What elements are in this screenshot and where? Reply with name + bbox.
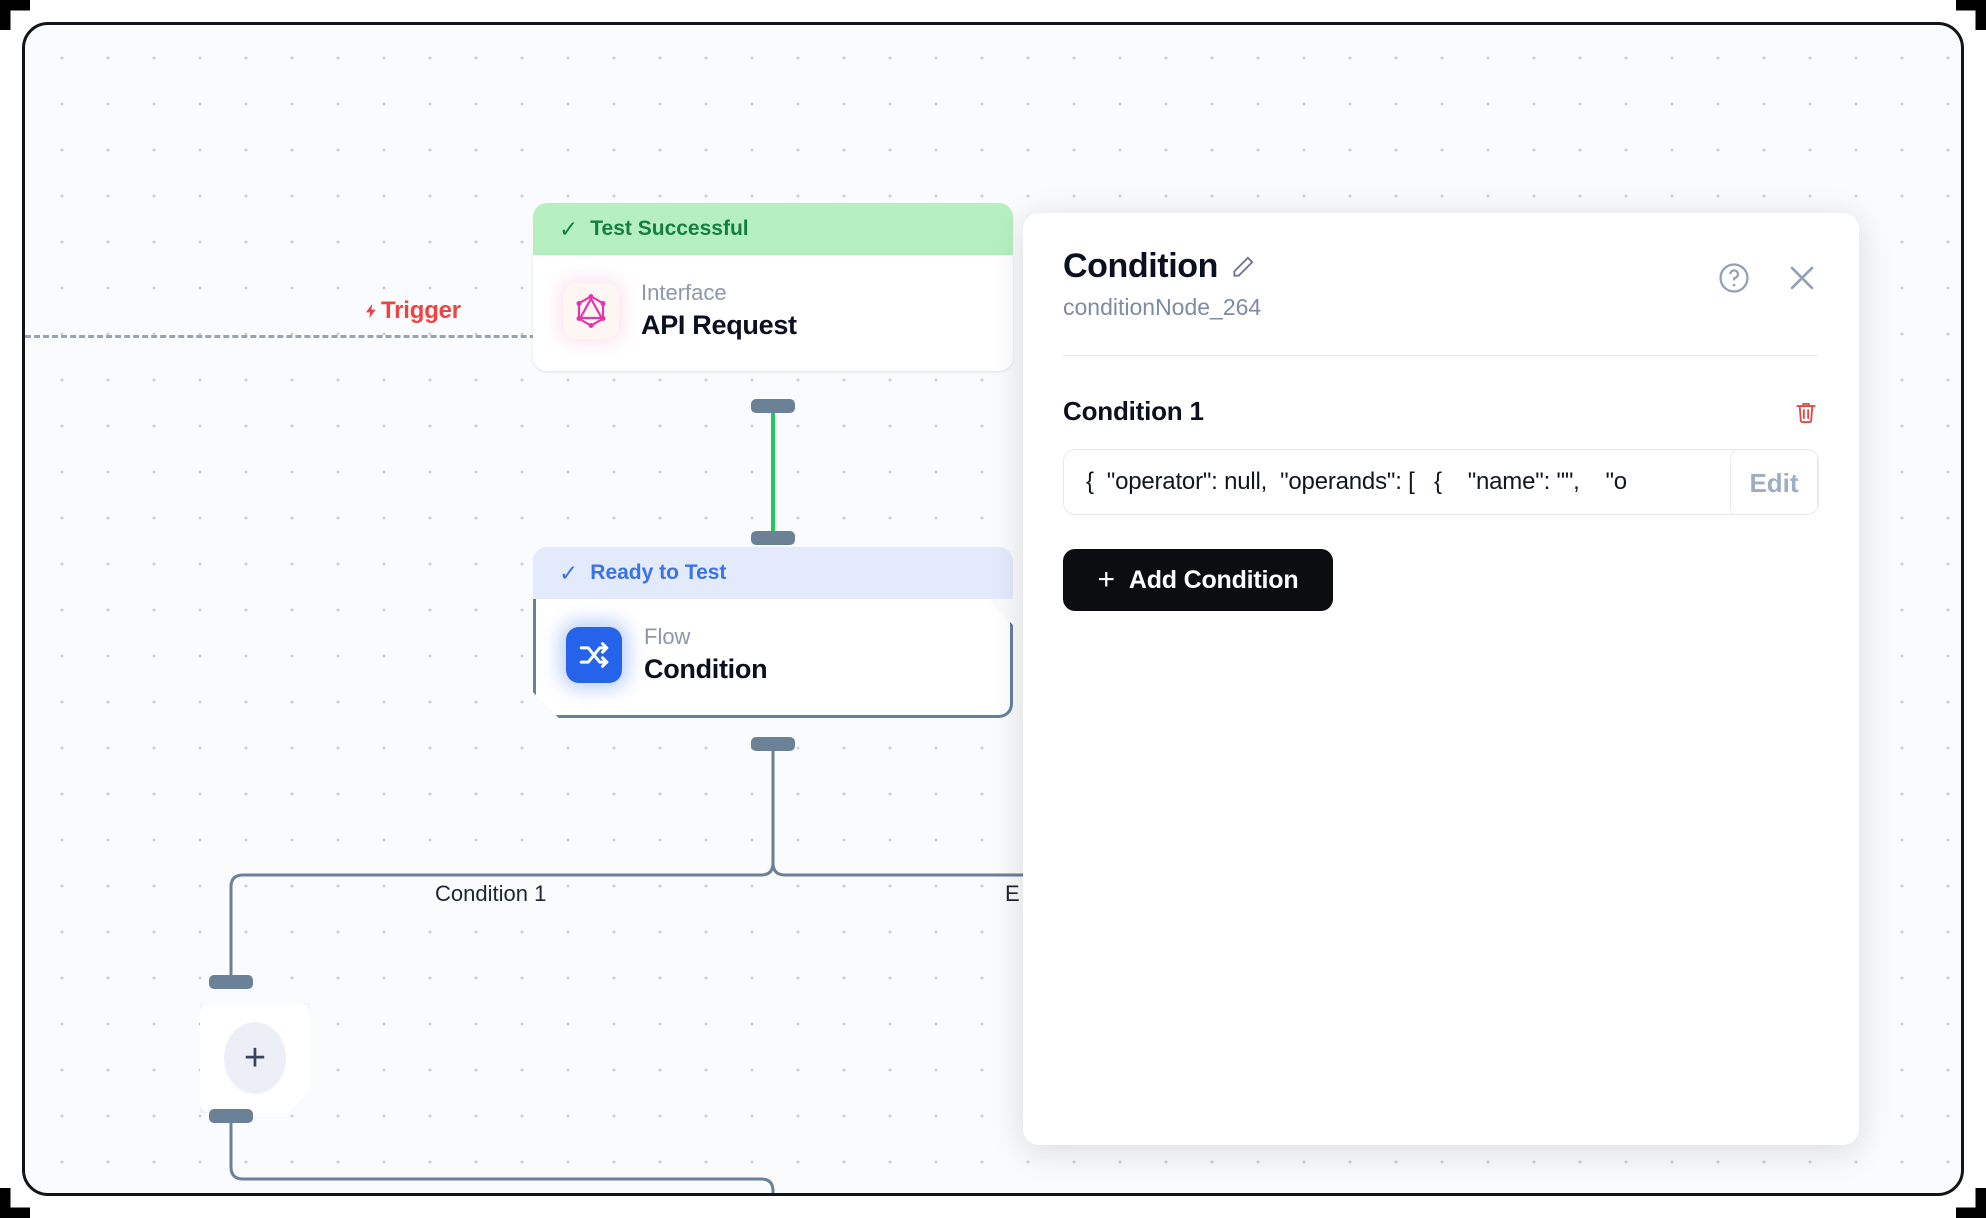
lightning-bolt-icon (365, 303, 376, 319)
panel-divider (1063, 355, 1819, 356)
condition-json-value: { "operator": null, "operands": [ { "nam… (1086, 468, 1627, 495)
flow-graph-layer: Trigger ✓ Test Successful (25, 25, 1961, 1193)
add-node-button[interactable]: + (200, 1003, 310, 1113)
node-kind-label: Flow (644, 624, 691, 649)
node-status-text: Ready to Test (590, 561, 727, 584)
trigger-dashed-line (25, 335, 725, 338)
edge-label-else: E (997, 881, 1028, 907)
check-icon: ✓ (559, 215, 579, 242)
node-settings-panel[interactable]: Condition conditionNode_264 Condition 1 (1023, 213, 1859, 1145)
panel-node-id: conditionNode_264 (1063, 294, 1262, 320)
node-input-handle-condition[interactable] (751, 531, 795, 545)
trigger-label-text: Trigger (381, 297, 461, 324)
node-output-handle-condition[interactable] (751, 737, 795, 751)
add-node-input-handle[interactable] (209, 975, 253, 989)
panel-action-icons (1717, 261, 1819, 295)
close-icon[interactable] (1785, 261, 1819, 295)
node-card-body[interactable]: Flow Condition (533, 599, 1013, 718)
trigger-label: Trigger (363, 297, 461, 325)
condition-json-input[interactable]: { "operator": null, "operands": [ { "nam… (1063, 449, 1819, 515)
condition-header-row: Condition 1 (1063, 396, 1819, 427)
edit-condition-button[interactable]: Edit (1730, 450, 1818, 514)
panel-header: Condition conditionNode_264 (1063, 247, 1819, 321)
panel-title: Condition (1063, 247, 1219, 285)
help-circle-icon[interactable] (1717, 261, 1751, 295)
pencil-icon[interactable] (1230, 254, 1256, 280)
plus-icon: + (224, 1022, 286, 1094)
node-status-badge-success: ✓ Test Successful (533, 203, 1013, 255)
condition-label: Condition 1 (1063, 396, 1204, 426)
node-text-block: Flow Condition (644, 625, 767, 685)
plus-icon: + (1097, 563, 1116, 596)
node-kind-label: Interface (641, 280, 727, 305)
panel-title-row: Condition (1063, 247, 1819, 286)
check-icon: ✓ (559, 559, 579, 586)
add-condition-button[interactable]: + Add Condition (1063, 549, 1333, 611)
node-status-text: Test Successful (590, 217, 749, 240)
node-title-label: API Request (641, 310, 797, 341)
trash-icon[interactable] (1793, 397, 1819, 427)
edge-label-condition-1: Condition 1 (427, 881, 555, 907)
flow-canvas[interactable]: Trigger ✓ Test Successful (22, 22, 1964, 1196)
node-condition[interactable]: ✓ Ready to Test Flow Condition (533, 547, 1013, 718)
node-output-handle-api-request[interactable] (751, 399, 795, 413)
node-title-label: Condition (644, 654, 768, 685)
node-text-block: Interface API Request (641, 280, 797, 341)
node-card-body[interactable]: Interface API Request (533, 255, 1013, 372)
node-status-badge-ready: ✓ Ready to Test (533, 547, 1013, 599)
node-api-request[interactable]: ✓ Test Successful (533, 203, 1013, 372)
edge-api-request-to-condition[interactable] (771, 407, 775, 541)
flow-branch-icon (566, 627, 622, 683)
add-node-output-handle[interactable] (209, 1109, 253, 1123)
add-condition-label: Add Condition (1128, 565, 1299, 594)
graphql-icon (563, 283, 619, 340)
